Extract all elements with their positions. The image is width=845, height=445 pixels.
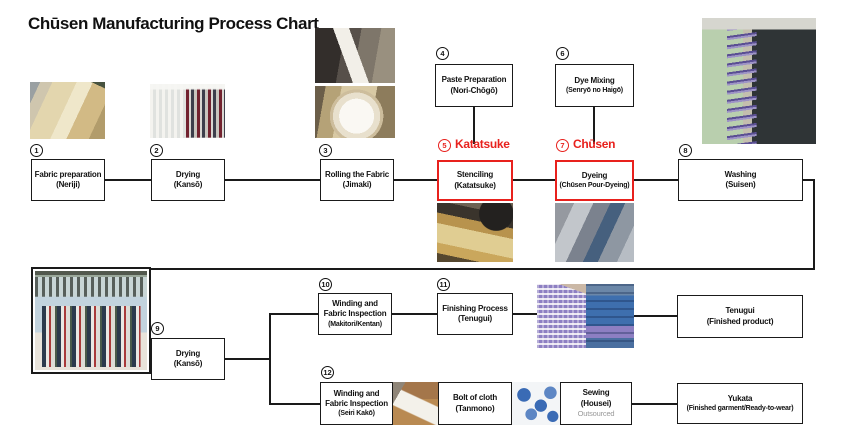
process-box-sewing: Sewing (Housei) Outsourced <box>560 382 632 425</box>
photo-outdoor-drying <box>35 271 147 370</box>
step-title: Fabric Inspection <box>323 309 387 319</box>
product-sub: (Finished product) <box>706 316 774 326</box>
step-box-dyeing: Dyeing (Chūsen Pour-Dyeing) <box>555 160 634 201</box>
step-sub: (Katatsuke) <box>454 180 496 190</box>
chusen-label: Chūsen <box>573 137 616 151</box>
step-box-paste-preparation: Paste Preparation (Nori-Chōgō) <box>435 64 513 107</box>
connector-2-3 <box>225 179 320 181</box>
step-title: Fabric preparation <box>34 169 102 179</box>
connector-wrap-vertical <box>813 179 815 270</box>
connector-photo-tenugui <box>634 315 677 317</box>
connector-branch-10 <box>269 313 318 315</box>
step-sub: (Makitori/Kentan) <box>328 320 382 328</box>
photo-outdoor-drying-frame <box>31 267 151 374</box>
connector-3-5 <box>394 179 437 181</box>
connector-6-7 <box>593 107 595 144</box>
step-number-6: 6 <box>556 47 569 60</box>
step-title: Drying <box>175 169 201 179</box>
step-title: Winding and <box>333 388 380 398</box>
step-title: Washing <box>724 169 757 179</box>
connector-sewing-yukata <box>632 403 677 405</box>
connector-1-2 <box>105 179 151 181</box>
step-box-stenciling: Stenciling (Katatsuke) <box>437 160 513 201</box>
step-title: Fabric Inspection <box>325 398 388 408</box>
step-number-1: 1 <box>30 144 43 157</box>
step-box-drying-2: Drying (Kansō) <box>151 338 225 380</box>
step-sub: (Kansō) <box>173 180 203 189</box>
step-number-2: 2 <box>150 144 163 157</box>
connector-branch-vertical <box>269 313 271 405</box>
step-sub: (Chūsen Pour-Dyeing) <box>559 182 630 190</box>
step-title: Winding and <box>332 299 378 309</box>
step-number-11: 11 <box>437 278 450 291</box>
photo-stenciling <box>437 203 513 262</box>
step-number-3: 3 <box>319 144 332 157</box>
connector-4-5 <box>473 107 475 144</box>
product-title: Yukata <box>727 393 753 403</box>
step-sub: (Nori-Chōgō) <box>450 85 498 95</box>
product-box-tenugui: Tenugui (Finished product) <box>677 295 803 338</box>
connector-8-out <box>803 179 815 181</box>
product-sub: (Tanmono) <box>455 403 495 413</box>
step-number-7: 7 <box>556 139 569 152</box>
step-title: Rolling the Fabric <box>325 169 389 179</box>
connector-branch-12 <box>269 403 320 405</box>
step-sub: (Tenugui) <box>457 314 493 323</box>
product-box-yukata: Yukata (Finished garment/Ready-to-wear) <box>677 383 803 424</box>
photo-pattern-cloth <box>512 382 560 425</box>
connector-wrap-horizontal <box>149 268 815 270</box>
step-box-fabric-preparation: Fabric preparation (Neriji) <box>31 159 105 201</box>
step-sub: (Suisen) <box>725 180 756 189</box>
page-title: Chūsen Manufacturing Process Chart <box>28 14 319 33</box>
photo-folding-machine <box>586 284 634 348</box>
step-number-12: 12 <box>321 366 334 379</box>
step-title: Paste Preparation <box>441 75 507 85</box>
connector-7-8 <box>634 179 678 181</box>
step-number-10: 10 <box>319 278 332 291</box>
connector-5-7 <box>513 179 555 181</box>
step-box-winding-inspection-tenugui: Winding and Fabric Inspection (Makitori/… <box>318 293 392 335</box>
photo-fabric-soaking <box>30 82 105 139</box>
photo-fabric-roll <box>315 86 395 138</box>
process-title: Sewing <box>582 388 610 398</box>
photo-tenugui-rack <box>537 284 586 348</box>
photo-winding-machine <box>315 28 395 83</box>
connector-9-branch <box>225 358 271 360</box>
step-box-rolling-fabric: Rolling the Fabric (Jimaki) <box>320 159 394 201</box>
product-title: Bolt of cloth <box>452 393 498 403</box>
step-box-winding-inspection-yukata: Winding and Fabric Inspection (Seiri Kak… <box>320 382 393 425</box>
process-sub: (Housei) <box>580 398 612 408</box>
step-sub: (Jimaki) <box>342 180 372 189</box>
step-box-drying-1: Drying (Kansō) <box>151 159 225 201</box>
step-number-9: 9 <box>151 322 164 335</box>
step-title: Finishing Process <box>442 303 508 313</box>
step-sub: (Seiri Kakō) <box>338 410 375 418</box>
photo-dye-pouring <box>555 203 634 262</box>
product-sub: (Finished garment/Ready-to-wear) <box>686 405 794 413</box>
photo-hanging-drying <box>150 84 225 138</box>
katatsuke-label: Katatsuke <box>455 137 510 151</box>
photo-inspection-table <box>393 382 438 425</box>
step-sub: (Kansō) <box>173 359 203 368</box>
connector-10-11 <box>392 313 437 315</box>
step-title: Stenciling <box>456 170 494 180</box>
step-title: Drying <box>175 348 201 358</box>
step-box-washing: Washing (Suisen) <box>678 159 803 201</box>
step-sub: (Senryō no Haigō) <box>566 87 623 95</box>
step-number-5: 5 <box>438 139 451 152</box>
product-title: Tenugui <box>725 306 755 316</box>
step-title: Dye Mixing <box>574 75 615 85</box>
product-box-bolt-of-cloth: Bolt of cloth (Tanmono) <box>438 382 512 425</box>
step-title: Dyeing <box>581 170 608 180</box>
step-number-8: 8 <box>679 144 692 157</box>
outsourced-note: Outsourced <box>577 409 615 419</box>
photo-washing-trough <box>702 18 816 144</box>
step-box-finishing-process: Finishing Process (Tenugui) <box>437 293 513 335</box>
step-box-dye-mixing: Dye Mixing (Senryō no Haigō) <box>555 64 634 107</box>
step-sub: (Neriji) <box>56 180 80 189</box>
step-number-4: 4 <box>436 47 449 60</box>
connector-11-photo <box>513 313 537 315</box>
